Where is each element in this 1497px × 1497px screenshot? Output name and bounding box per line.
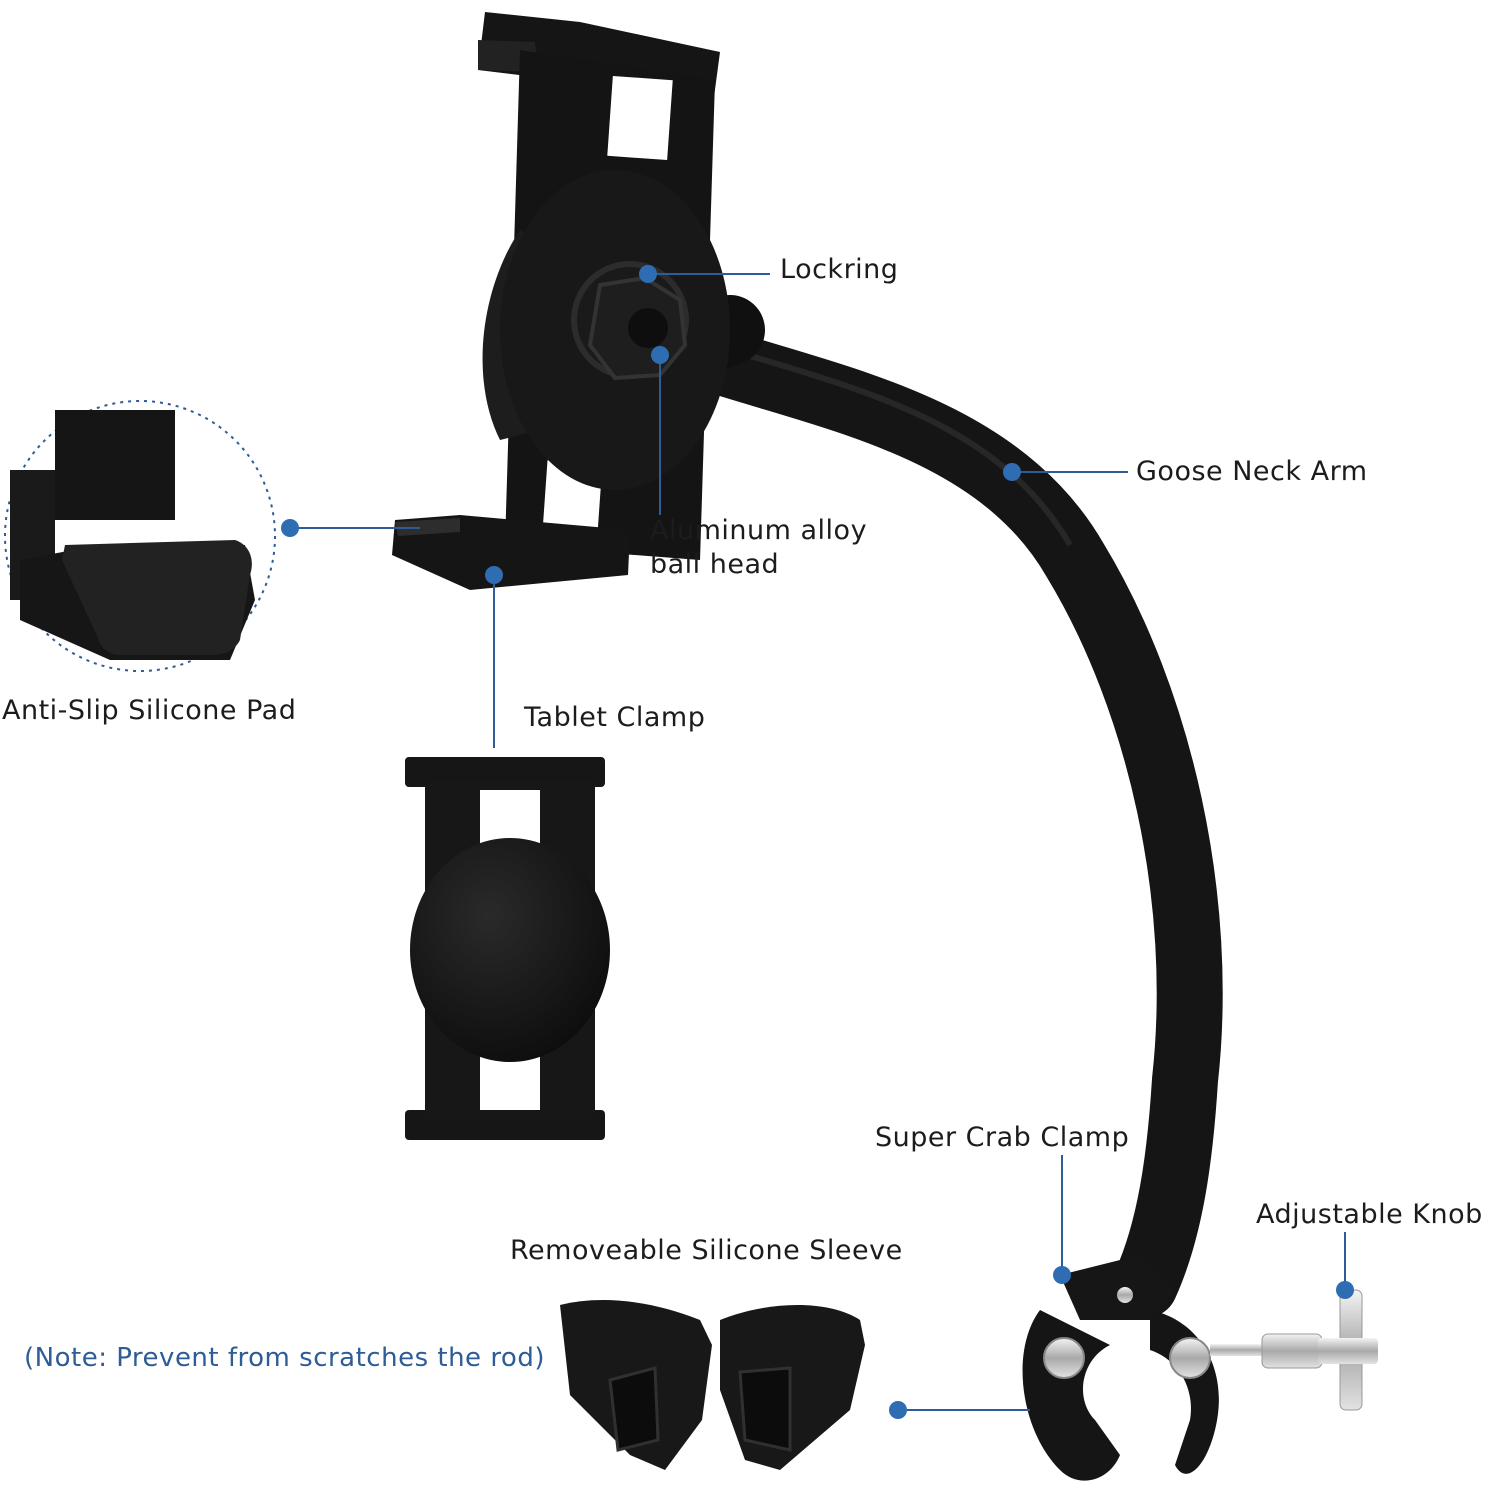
silicone-pad-closeup-icon (4, 400, 276, 672)
tablet-clamp-back-icon (405, 757, 610, 1140)
label-tablet-clamp: Tablet Clamp (524, 702, 706, 733)
label-adjustable-knob: Adjustable Knob (1256, 1199, 1483, 1230)
silicone-sleeve-icon (560, 1300, 865, 1470)
label-ball-head-line1: Aluminum alloy (650, 515, 868, 546)
label-ball-head-line2: ball head (650, 549, 780, 580)
label-goose-neck-arm: Goose Neck Arm (1136, 456, 1368, 487)
label-lockring: Lockring (780, 254, 899, 285)
crab-clamp-icon (1022, 1255, 1219, 1481)
callout-lines (290, 273, 1346, 1411)
label-silicone-sleeve: Removeable Silicone Sleeve (510, 1235, 903, 1266)
tablet-holder-icon (392, 12, 730, 590)
callout-dots (281, 265, 1354, 1419)
label-super-crab-clamp: Super Crab Clamp (875, 1122, 1130, 1153)
label-anti-slip-pad: Anti-Slip Silicone Pad (2, 695, 297, 726)
label-note: (Note: Prevent from scratches the rod) (24, 1343, 545, 1373)
adjustable-knob-icon (1210, 1289, 1378, 1411)
